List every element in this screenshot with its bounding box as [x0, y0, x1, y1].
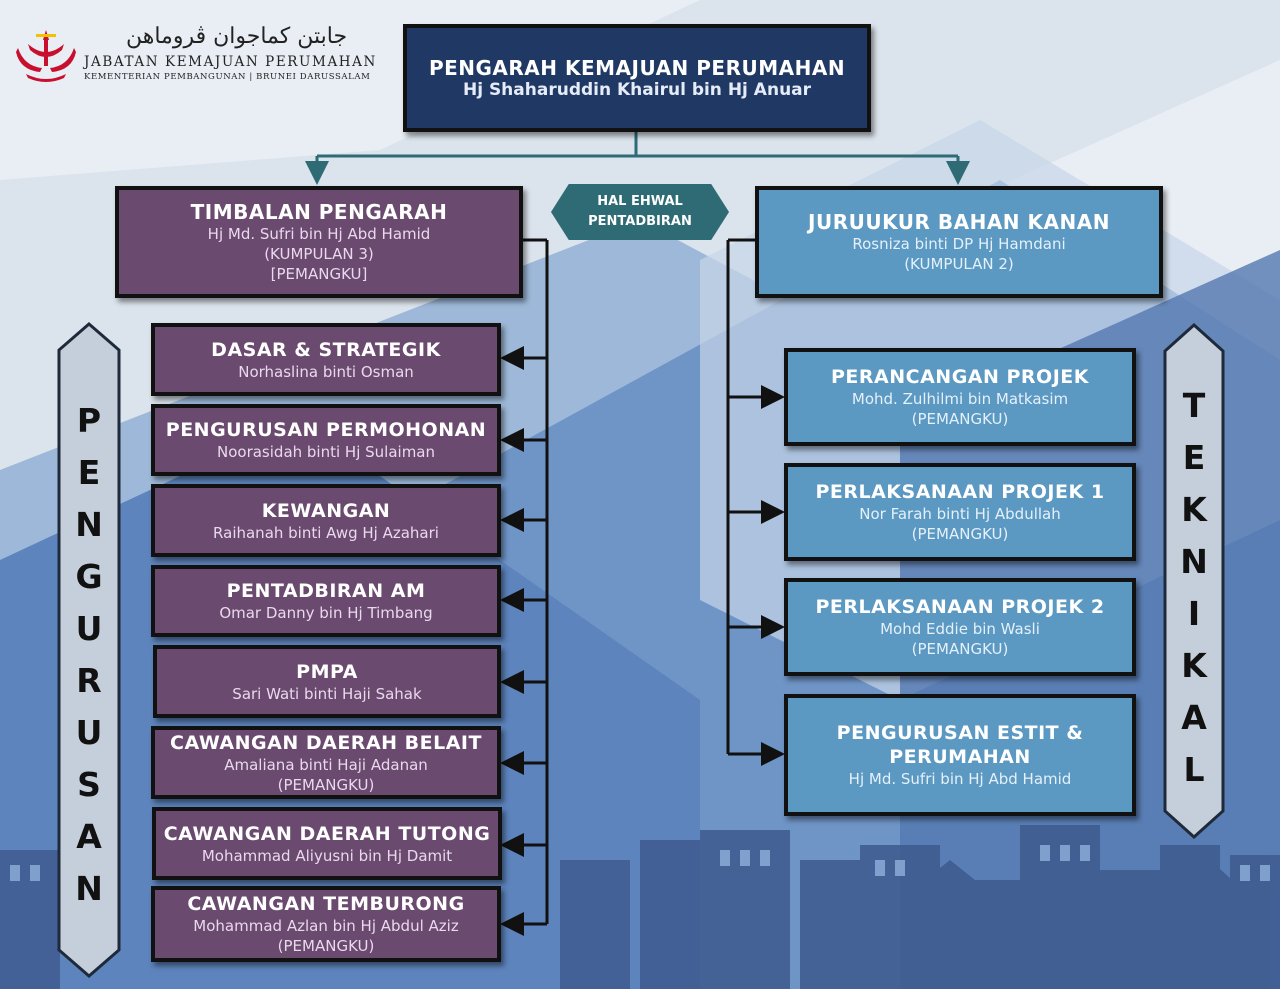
- unit-acting-note: (PEMANGKU): [911, 525, 1009, 543]
- teknikal-letter: T: [1182, 386, 1206, 425]
- teknikal-letter: N: [1180, 542, 1208, 581]
- pengurusan-letter: G: [75, 557, 103, 596]
- brunei-crest-icon: [16, 30, 76, 82]
- unit-acting-note: (PEMANGKU): [911, 640, 1009, 658]
- logo-arabic-text: جابتن كماجوان ڤروماهن: [126, 24, 348, 49]
- deputy-name: Hj Md. Sufri bin Hj Abd Hamid: [207, 225, 431, 243]
- pengurusan-letter: P: [76, 401, 102, 440]
- unit-title: PMPA: [296, 660, 358, 683]
- pengurusan-letter: U: [75, 713, 103, 752]
- unit-title: PERANCANGAN PROJEK: [831, 366, 1089, 388]
- unit-acting-note: (PEMANGKU): [277, 775, 375, 794]
- unit-title: PERLAKSANAAN PROJEK 2: [815, 596, 1105, 618]
- teknikal-letter: A: [1181, 698, 1207, 737]
- unit-head-name: Noorasidah binti Hj Sulaiman: [217, 443, 435, 461]
- teknikal-label: T E K N I K A L: [1163, 380, 1225, 796]
- unit-acting-note: (PEMANGKU): [911, 410, 1009, 428]
- unit-head-name: Omar Danny bin Hj Timbang: [219, 604, 433, 622]
- teknikal-letter: E: [1182, 438, 1206, 477]
- unit-box: PERANCANGAN PROJEK Mohd. Zulhilmi bin Ma…: [784, 348, 1136, 446]
- unit-box: CAWANGAN TEMBURONG Mohammad Azlan bin Hj…: [151, 886, 501, 962]
- unit-title-line2: PERUMAHAN: [889, 746, 1031, 768]
- unit-box: PERLAKSANAAN PROJEK 2 Mohd Eddie bin Was…: [784, 578, 1136, 676]
- hal-ehwal-line1: HAL EHWAL: [597, 194, 683, 209]
- unit-title: PENGURUSAN ESTIT &: [836, 722, 1084, 744]
- hal-ehwal-line2: PENTADBIRAN: [588, 214, 692, 229]
- logo-ministry-name: KEMENTERIAN PEMBANGUNAN | BRUNEI DARUSSA…: [84, 72, 371, 82]
- unit-box: PMPA Sari Wati binti Haji Sahak: [153, 645, 501, 718]
- unit-head-name: Raihanah binti Awg Hj Azahari: [213, 523, 439, 542]
- logo-department-name: JABATAN KEMAJUAN PERUMAHAN: [84, 54, 377, 70]
- senior-qs-title: JURUUKUR BAHAN KANAN: [808, 210, 1110, 234]
- unit-title: CAWANGAN DAERAH TUTONG: [163, 822, 491, 845]
- unit-box: DASAR & STRATEGIK Norhaslina binti Osman: [151, 323, 501, 396]
- unit-title: KEWANGAN: [261, 499, 391, 522]
- pengurusan-letter: N: [75, 869, 103, 908]
- unit-box: CAWANGAN DAERAH BELAIT Amaliana binti Ha…: [151, 726, 501, 799]
- director-name: Hj Shaharuddin Khairul bin Hj Anuar: [462, 80, 812, 100]
- unit-head-name: Norhaslina binti Osman: [238, 362, 414, 381]
- unit-box: KEWANGAN Raihanah binti Awg Hj Azahari: [151, 484, 501, 557]
- unit-head-name: Mohd Eddie bin Wasli: [880, 620, 1040, 638]
- unit-title: CAWANGAN DAERAH BELAIT: [170, 731, 482, 754]
- teknikal-banner: [1163, 323, 1225, 839]
- unit-title: DASAR & STRATEGIK: [211, 338, 441, 361]
- unit-title: PENGURUSAN PERMOHONAN: [165, 419, 487, 441]
- unit-title: CAWANGAN TEMBURONG: [187, 893, 465, 915]
- pengurusan-letter: S: [77, 765, 101, 804]
- teknikal-letter: I: [1187, 594, 1201, 633]
- pengurusan-banner: [57, 322, 121, 978]
- unit-box: PENGURUSAN ESTIT & PERUMAHAN Hj Md. Sufr…: [784, 694, 1136, 816]
- senior-qs-group: (KUMPULAN 2): [904, 255, 1014, 273]
- unit-head-name: Hj Md. Sufri bin Hj Abd Hamid: [848, 770, 1072, 788]
- deputy-title: TIMBALAN PENGARAH: [190, 200, 448, 224]
- unit-box: PENGURUSAN PERMOHONAN Noorasidah binti H…: [151, 404, 501, 476]
- teknikal-letter: K: [1181, 490, 1207, 529]
- director-title: PENGARAH KEMAJUAN PERUMAHAN: [428, 56, 846, 80]
- unit-head-name: Sari Wati binti Haji Sahak: [232, 684, 422, 703]
- director-box: PENGARAH KEMAJUAN PERUMAHAN Hj Shaharudd…: [403, 24, 871, 132]
- unit-head-name: Mohd. Zulhilmi bin Matkasim: [851, 390, 1069, 408]
- unit-title: PENTADBIRAN AM: [226, 580, 426, 602]
- pengurusan-letter: R: [76, 661, 102, 700]
- pengurusan-letter: U: [75, 609, 103, 648]
- pengurusan-letter: A: [76, 817, 102, 856]
- pengurusan-label: P E N G U R U S A N: [57, 395, 121, 915]
- pengurusan-letter: N: [75, 505, 103, 544]
- department-logo: جابتن كماجوان ڤروماهن JABATAN KEMAJUAN P…: [14, 24, 375, 88]
- unit-head-name: Mohammad Aliyusni bin Hj Damit: [201, 846, 453, 865]
- unit-box: CAWANGAN DAERAH TUTONG Mohammad Aliyusni…: [152, 807, 502, 880]
- unit-box: PERLAKSANAAN PROJEK 1 Nor Farah binti Hj…: [784, 463, 1136, 561]
- unit-acting-note: (PEMANGKU): [277, 937, 375, 955]
- pengurusan-letter: E: [77, 453, 101, 492]
- teknikal-letter: K: [1181, 646, 1207, 685]
- senior-qs-name: Rosniza binti DP Hj Hamdani: [852, 235, 1066, 253]
- unit-title: PERLAKSANAAN PROJEK 1: [815, 481, 1105, 503]
- unit-head-name: Nor Farah binti Hj Abdullah: [859, 505, 1061, 523]
- unit-head-name: Mohammad Azlan bin Hj Abdul Aziz: [193, 917, 459, 935]
- deputy-director-box: TIMBALAN PENGARAH Hj Md. Sufri bin Hj Ab…: [115, 186, 523, 298]
- deputy-acting: [PEMANGKU]: [270, 265, 368, 283]
- unit-box: PENTADBIRAN AM Omar Danny bin Hj Timbang: [151, 565, 501, 637]
- teknikal-letter: L: [1183, 750, 1205, 789]
- senior-quantity-surveyor-box: JURUUKUR BAHAN KANAN Rosniza binti DP Hj…: [755, 186, 1163, 298]
- hal-ehwal-pentadbiran-badge: HAL EHWAL PENTADBIRAN: [551, 184, 729, 240]
- unit-head-name: Amaliana binti Haji Adanan: [224, 755, 428, 774]
- deputy-group: (KUMPULAN 3): [264, 245, 374, 263]
